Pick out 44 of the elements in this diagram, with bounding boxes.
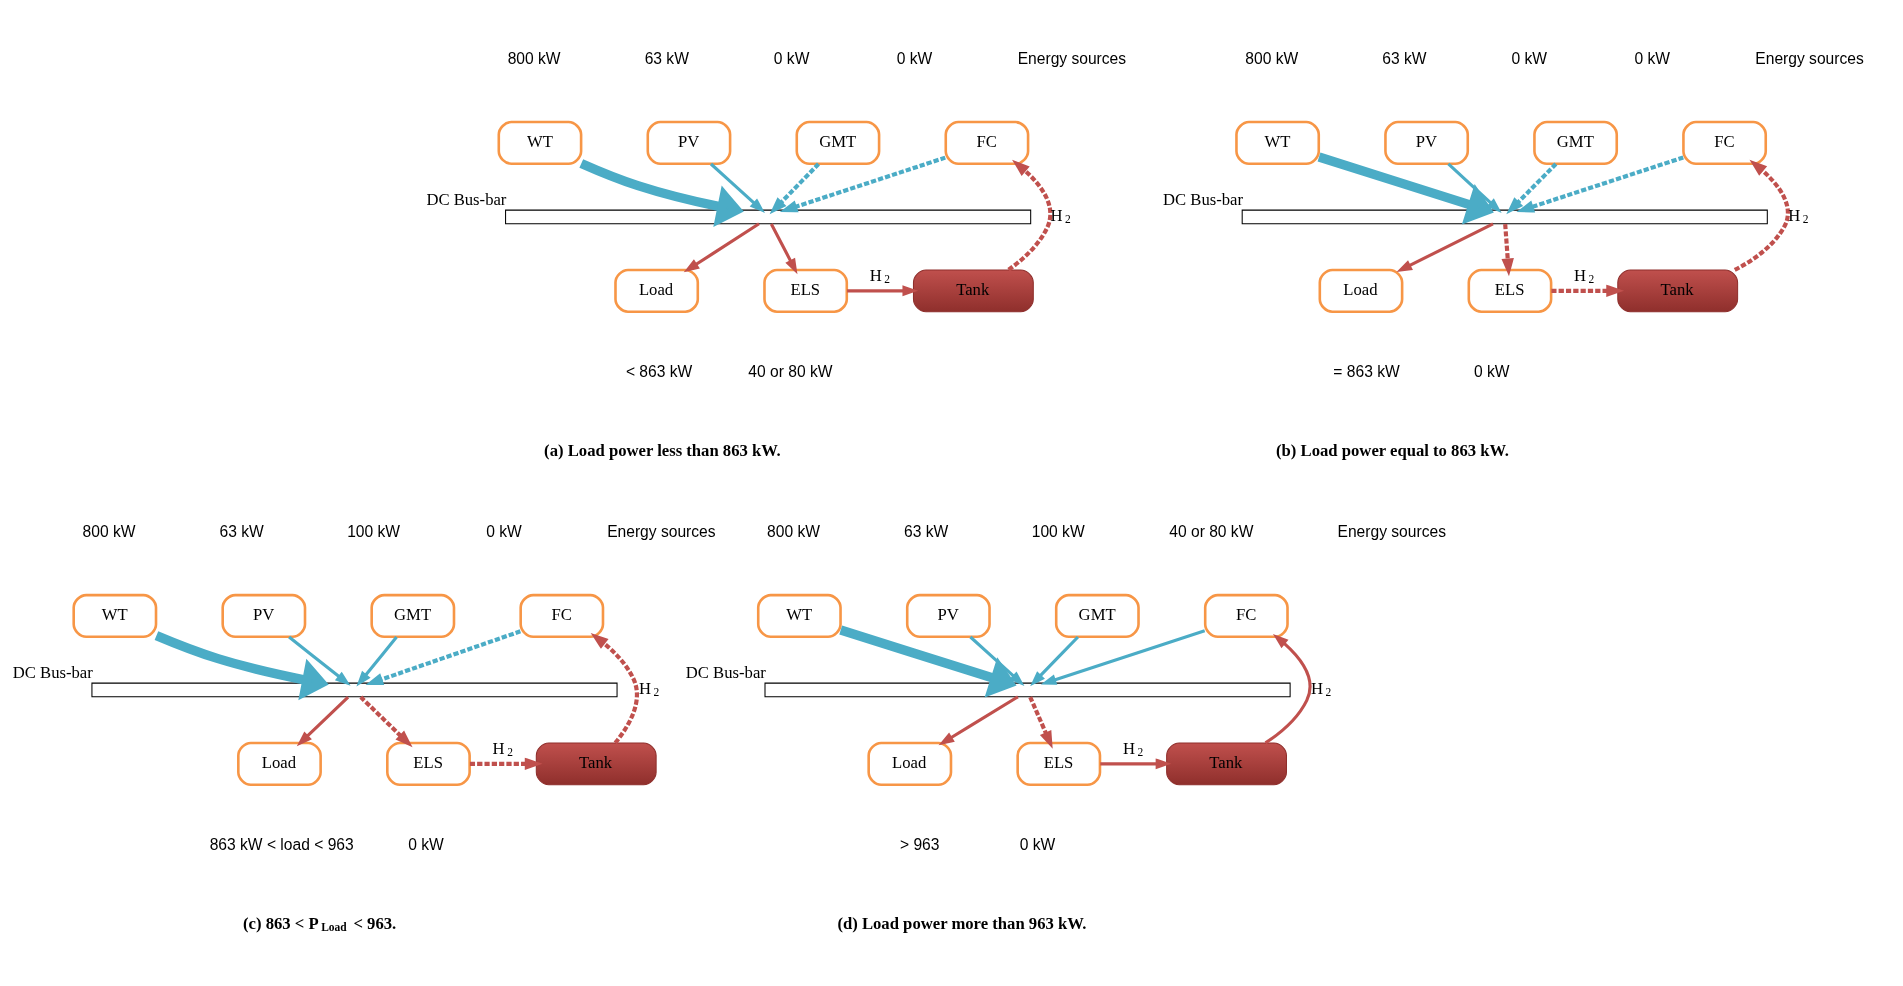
node-label: 800 kW — [1245, 49, 1299, 67]
node-label: DC Bus-bar — [1163, 189, 1244, 209]
node-label: 0 kW — [1634, 49, 1671, 67]
node-label: 40 or 80 kW — [748, 362, 833, 380]
label: (a) Load power less than 863 kW. — [544, 440, 781, 460]
node-label: 0 kW — [486, 522, 522, 540]
edge-label: H2 — [1310, 678, 1332, 698]
node-label: 0 kW — [896, 49, 933, 67]
edge-label: H2 — [492, 738, 513, 758]
label: Energy sources — [1337, 522, 1446, 540]
node-label: 863 kW < load < 963 — [209, 835, 354, 853]
node-label: DC Bus-bar — [12, 662, 93, 682]
node-label: 800 kW — [507, 49, 561, 67]
label: (c) 863 < PLoad < 963. — [243, 913, 397, 933]
node-label: DC Bus-bar — [426, 189, 507, 209]
node-label: 100 kW — [1031, 522, 1085, 540]
node-label: > 963 — [899, 835, 940, 853]
label: Energy sources — [607, 522, 716, 540]
node-label: 63 kW — [904, 522, 949, 540]
node-label: 0 kW — [408, 835, 444, 853]
node-label: 40 or 80 kW — [1169, 522, 1254, 540]
node-label: 0 kW — [1019, 835, 1056, 853]
label: (d) Load power more than 963 kW. — [837, 913, 1087, 933]
label: Energy sources — [1017, 49, 1127, 67]
node-label: 100 kW — [347, 522, 401, 540]
label: Energy sources — [1755, 49, 1864, 67]
node-label: 0 kW — [1511, 49, 1548, 67]
edge-label: H2 — [1574, 265, 1595, 285]
node-label: 0 kW — [773, 49, 810, 67]
node-label: 63 kW — [644, 49, 689, 67]
node-label: < 863 kW — [625, 362, 693, 380]
node-label: DC Bus-bar — [685, 662, 766, 682]
node-label: = 863 kW — [1333, 362, 1400, 380]
edge-label: H2 — [1788, 205, 1809, 225]
node-label: 800 kW — [767, 522, 821, 540]
node-label: 800 kW — [82, 522, 136, 540]
edge-label: H2 — [1122, 738, 1144, 758]
node-label: 63 kW — [219, 522, 264, 540]
edge-label: H2 — [1050, 205, 1071, 225]
node-label: 0 kW — [1474, 362, 1510, 380]
edge-label: H2 — [869, 265, 891, 285]
node-label: 63 kW — [1382, 49, 1427, 67]
label: (b) Load power equal to 863 kW. — [1276, 440, 1509, 460]
edge-label: H2 — [638, 678, 660, 698]
